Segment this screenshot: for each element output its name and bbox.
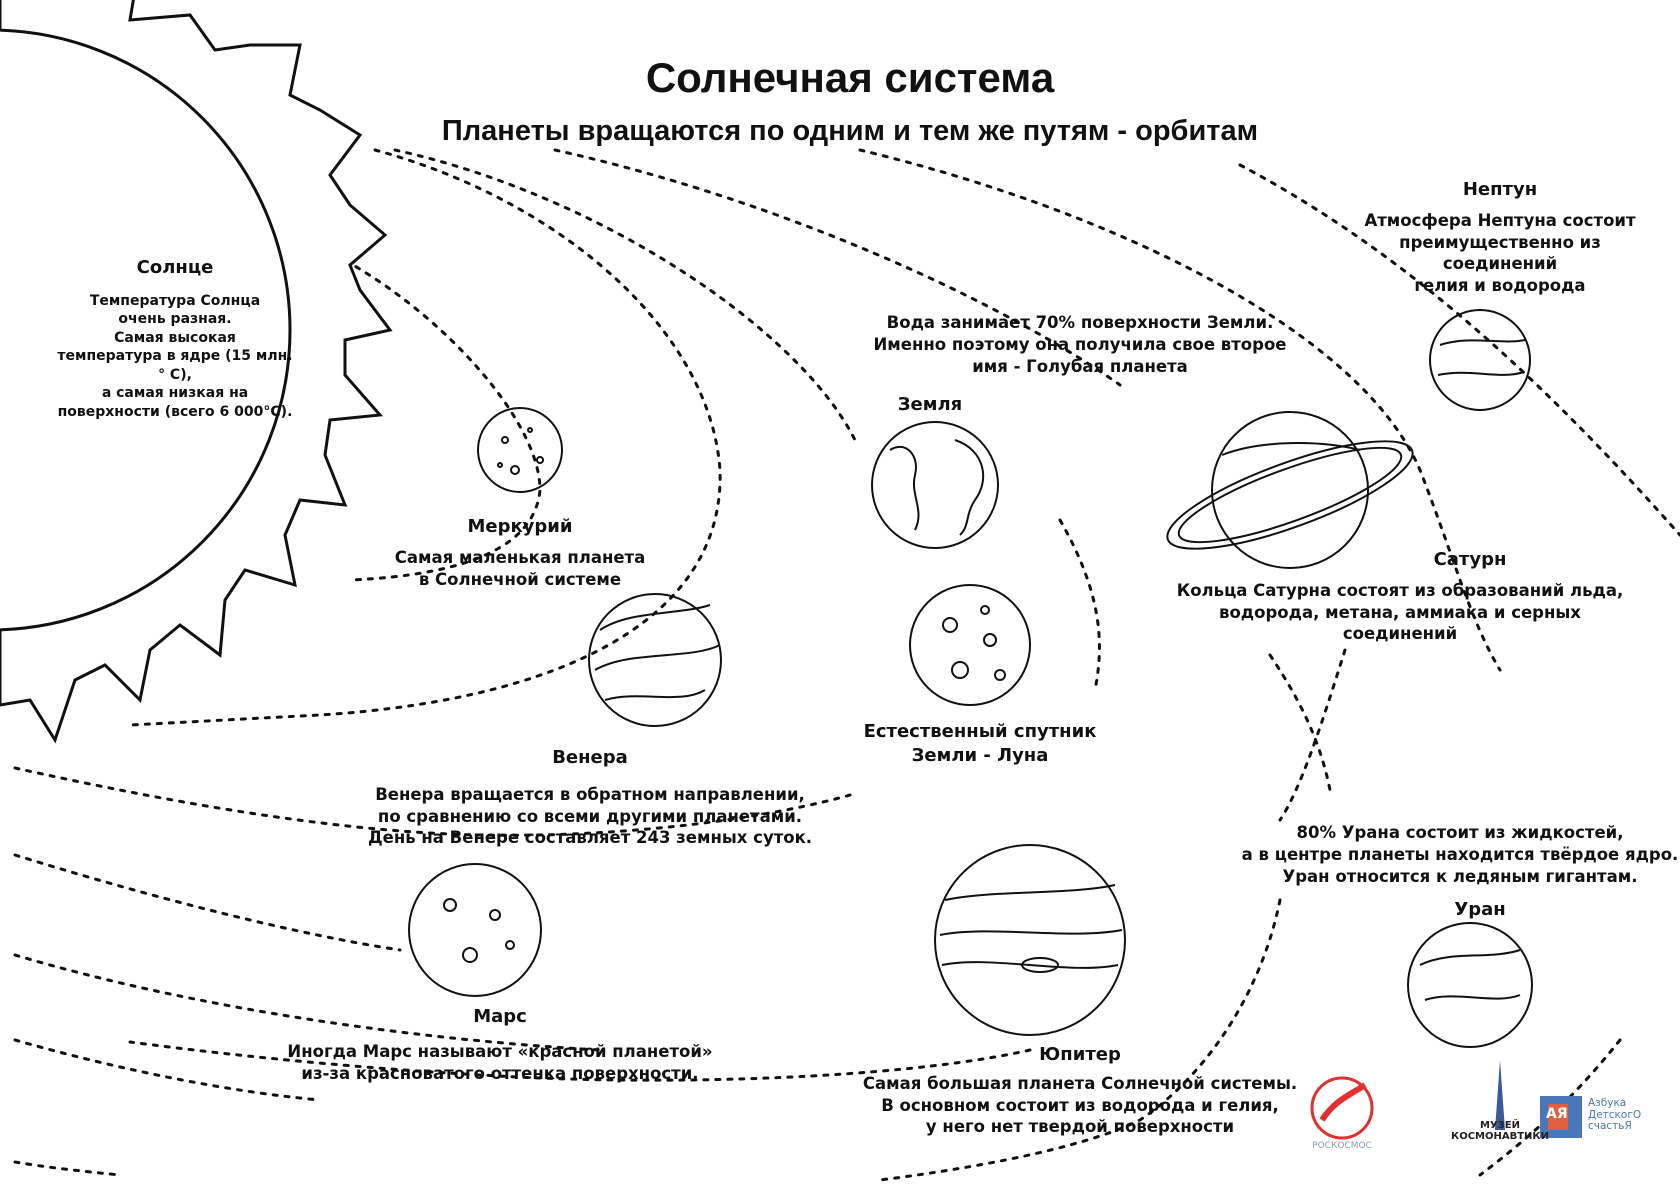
museum-label-line: МУЗЕЙ	[1480, 1120, 1520, 1131]
uranus-drawing	[1407, 922, 1533, 1048]
uranus-line: Уран относится к ледяным гигантам.	[1282, 866, 1638, 886]
moon-info: Естественный спутник Земли - Луна	[830, 720, 1130, 768]
orbit-outer-bottom	[13, 1160, 122, 1177]
saturn-name: Сатурн	[1433, 549, 1507, 570]
neptune-line: преимущественно из соединений	[1399, 232, 1601, 274]
uranus-name: Уран	[1454, 899, 1506, 920]
sun-line: Температура Солнца	[89, 292, 261, 309]
venus-line: по сравнению со всеми другими планетами.	[377, 806, 803, 826]
mars-info: Марс Иногда Марс называют «красной плане…	[280, 1005, 720, 1084]
neptune-info: Нептун Атмосфера Нептуна состоит преимущ…	[1350, 178, 1650, 297]
mercury-info: Меркурий Самая маленькая планета в Солне…	[390, 515, 650, 590]
azbuka-label-line: Азбука	[1588, 1097, 1627, 1109]
orbit-paths	[13, 148, 1680, 1182]
sun-line: температура в ядре (15 млн.° С),	[57, 348, 293, 383]
orbit-outer-left	[13, 1038, 322, 1102]
mars-description: Иногда Марс называют «красной планетой» …	[280, 1041, 720, 1085]
mercury-name: Меркурий	[467, 516, 573, 537]
museum-label-line: КОСМОНАВТИКИ	[1451, 1131, 1549, 1142]
mars-drawing	[408, 863, 542, 997]
moon-drawing	[909, 584, 1031, 706]
jupiter-line: у него нет твердой поверхности	[925, 1117, 1235, 1137]
saturn-line: Кольца Сатурна состоят из образований ль…	[1176, 580, 1624, 600]
uranus-description: 80% Урана состоит из жидкостей, а в цент…	[1240, 822, 1680, 887]
orbit-uranus	[1278, 648, 1347, 822]
saturn-line: водорода, метана, аммиака и серных соеди…	[1219, 602, 1581, 644]
earth-name: Земля	[897, 394, 963, 415]
azbuka-logo	[1540, 1096, 1582, 1138]
uranus-line: 80% Урана состоит из жидкостей,	[1296, 823, 1624, 842]
venus-line: Венера вращается в обратном направлении,	[375, 784, 805, 804]
orbit-earth-lower	[1058, 518, 1101, 692]
earth-drawing	[871, 421, 999, 549]
azbuka-label-line: счастьЯ	[1588, 1120, 1632, 1133]
mercury-description: Самая маленькая планета в Солнечной сист…	[390, 547, 650, 591]
jupiter-line: Самая большая планета Солнечной системы.	[862, 1073, 1298, 1093]
orbit-mars	[13, 766, 852, 837]
azbuka-label: Азбука ДетскогО счастьЯ	[1588, 1097, 1668, 1133]
orbit-neptune	[1238, 163, 1680, 537]
roscosmos-logo	[1310, 1076, 1374, 1140]
orbit-jupiter-lower	[13, 853, 402, 952]
uranus-line: а в центре планеты находится твёрдое ядр…	[1241, 844, 1679, 864]
jupiter-drawing	[934, 844, 1126, 1036]
orbit-saturn-lower	[13, 953, 602, 1052]
venus-line: День на Венере составляет 243 земных сут…	[367, 828, 813, 848]
mercury-drawing	[477, 407, 563, 493]
mercury-line: в Солнечной системе	[418, 569, 622, 589]
mars-line: из-за красноватого оттенка поверхности.	[301, 1063, 699, 1083]
orbit-saturn-upper	[858, 148, 1502, 672]
earth-line: имя - Голубая планета	[972, 356, 1188, 376]
earth-line: Вода занимает 70% поверхности Земли.	[886, 313, 1274, 332]
jupiter-info: Юпитер Самая большая планета Солнечной с…	[860, 1043, 1300, 1138]
page-title: Солнечная система	[645, 54, 1055, 101]
azbuka-label-line: ДетскогО	[1588, 1108, 1642, 1121]
museum-label: МУЗЕЙ КОСМОНАВТИКИ	[1445, 1120, 1555, 1142]
orbit-sat-right	[1268, 653, 1332, 792]
page-subtitle: Планеты вращаются по одним и тем же путя…	[441, 115, 1259, 147]
venus-drawing	[588, 593, 722, 727]
sun-line: очень разная.	[118, 311, 232, 328]
orbit-outer-bottom-right	[1478, 1038, 1622, 1177]
mercury-line: Самая маленькая планета	[394, 547, 646, 567]
jupiter-name: Юпитер	[1039, 1044, 1121, 1065]
venus-description: Венера вращается в обратном направлении,…	[350, 784, 830, 849]
saturn-drawing	[1166, 411, 1414, 569]
neptune-line: Атмосфера Нептуна состоит	[1364, 210, 1636, 230]
sun-line: а самая низкая на	[101, 385, 249, 402]
sun-description: Температура Солнца очень разная. Самая в…	[55, 292, 295, 421]
orbit-uranus-lower	[878, 898, 1282, 1182]
roscosmos-label: РОСКОСМОС	[1312, 1141, 1372, 1151]
azbuka-letters: АЯ	[1546, 1106, 1568, 1122]
neptune-drawing	[1429, 309, 1531, 411]
venus-info: Венера Венера вращается в обратном напра…	[350, 746, 830, 849]
neptune-description: Атмосфера Нептуна состоит преимущественн…	[1350, 210, 1650, 297]
orbit-earth	[393, 148, 857, 442]
neptune-line: гелия и водорода	[1414, 276, 1586, 296]
orbit-jupiter-ring	[128, 1040, 1032, 1082]
venus-name: Венера	[552, 747, 628, 768]
sun-line: Самая высокая	[114, 329, 236, 346]
earth-description: Вода занимает 70% поверхности Земли. Име…	[840, 312, 1320, 377]
sun-info: Солнце Температура Солнца очень разная. …	[55, 256, 295, 421]
jupiter-description: Самая большая планета Солнечной системы.…	[860, 1073, 1300, 1138]
museum-logo	[1495, 1060, 1505, 1130]
mars-line: Иногда Марс называют «красной планетой»	[287, 1041, 713, 1061]
neptune-name: Нептун	[1462, 179, 1538, 200]
sun-name: Солнце	[136, 257, 214, 278]
saturn-info: Сатурн Кольца Сатурна состоят из образов…	[1160, 548, 1640, 645]
orbit-mercury	[333, 253, 542, 582]
moon-line: Земли - Луна	[911, 744, 1049, 766]
earth-line: Именно поэтому она получила свое второе	[873, 334, 1287, 354]
jupiter-line: В основном состоит из водорода и гелия,	[881, 1095, 1279, 1115]
mars-name: Марс	[473, 1006, 527, 1027]
saturn-description: Кольца Сатурна состоят из образований ль…	[1160, 580, 1640, 645]
moon-line: Естественный спутник	[863, 721, 1097, 742]
sun-drawing	[0, 0, 393, 744]
orbit-jupiter-upper	[553, 148, 1122, 387]
sun-line: поверхности (всего 6 000°С).	[57, 403, 293, 420]
